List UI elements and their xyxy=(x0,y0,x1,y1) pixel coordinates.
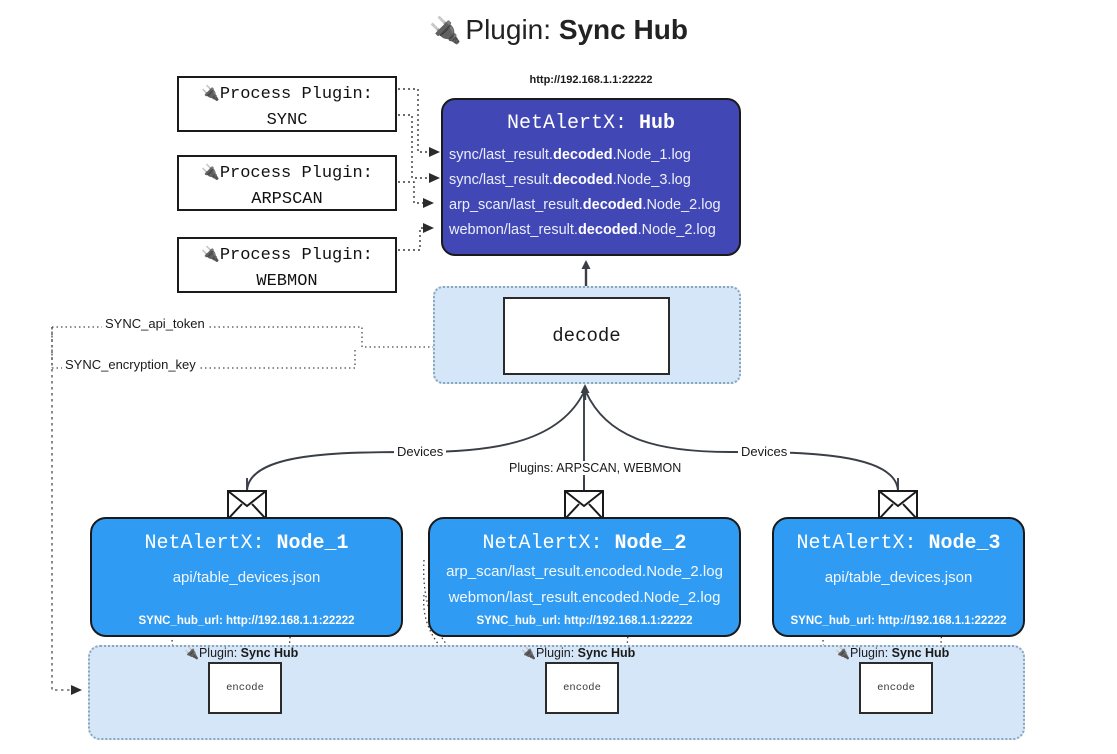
node-line: api/table_devices.json xyxy=(172,569,321,586)
plug-icon: 🔌 xyxy=(201,163,220,181)
node-line: arp_scan/last_result.encoded.Node_2.log xyxy=(446,563,723,580)
hub-log-list: sync/last_result.decoded.Node_1.log sync… xyxy=(443,143,739,243)
node-card-node-1[interactable]: NetAlertX: Node_1 api/table_devices.json… xyxy=(90,517,403,637)
hub-log-row: sync/last_result.decoded.Node_1.log xyxy=(449,147,691,163)
encode-plugin-label-3: 🔌Plugin: Sync Hub xyxy=(835,646,950,660)
encode-box-3[interactable]: encode xyxy=(859,662,933,714)
node-footer: SYNC_hub_url: http://192.168.1.1:22222 xyxy=(790,615,1007,627)
decode-box[interactable]: decode xyxy=(503,297,670,375)
process-plugin-arpscan[interactable]: 🔌Process Plugin: ARPSCAN xyxy=(177,155,397,211)
hub-title: NetAlertX: Hub xyxy=(443,112,739,135)
process-plugin-webmon[interactable]: 🔌Process Plugin: WEBMON xyxy=(177,237,397,293)
plug-icon: 🔌 xyxy=(201,245,220,263)
hub-title-prefix: NetAlertX: xyxy=(506,112,627,135)
title-prefix: Plugin: xyxy=(465,14,552,45)
plug-icon: 🔌 xyxy=(521,646,536,660)
hub-log-row: arp_scan/last_result.decoded.Node_2.log xyxy=(449,197,721,213)
envelope-icon-node-2[interactable] xyxy=(564,490,604,525)
plug-icon: 🔌 xyxy=(429,15,462,45)
process-plugin-name: WEBMON xyxy=(256,272,318,291)
process-plugin-name: SYNC xyxy=(266,111,308,130)
encode-box-1[interactable]: encode xyxy=(208,662,282,714)
node-line: api/table_devices.json xyxy=(824,569,973,586)
node-title: NetAlertX: Node_3 xyxy=(796,532,1001,555)
node-title: NetAlertX: Node_1 xyxy=(144,532,349,555)
plug-icon: 🔌 xyxy=(184,646,199,660)
sync-encryption-key-label: SYNC_encryption_key xyxy=(62,357,199,372)
hub-url: http://192.168.1.1:22222 xyxy=(529,74,653,86)
plug-icon: 🔌 xyxy=(835,646,850,660)
node-title: NetAlertX: Node_2 xyxy=(482,532,687,555)
process-plugin-label: Process Plugin: xyxy=(219,246,373,265)
node-footer: SYNC_hub_url: http://192.168.1.1:22222 xyxy=(138,615,355,627)
plug-icon: 🔌 xyxy=(201,84,220,102)
page-title: 🔌Plugin: Sync Hub xyxy=(0,14,1117,46)
sync-api-token-label: SYNC_api_token xyxy=(102,316,208,331)
process-plugin-name: ARPSCAN xyxy=(251,190,323,209)
hub-log-row: sync/last_result.decoded.Node_3.log xyxy=(449,172,691,188)
title-name: Sync Hub xyxy=(558,14,688,45)
hub-node[interactable]: NetAlertX: Hub sync/last_result.decoded.… xyxy=(441,98,741,256)
node-line: webmon/last_result.encoded.Node_2.log xyxy=(448,589,721,606)
encode-box-2[interactable]: encode xyxy=(545,662,619,714)
node-lines: api/table_devices.json xyxy=(92,565,401,591)
node-card-node-3[interactable]: NetAlertX: Node_3 api/table_devices.json… xyxy=(772,517,1025,637)
hub-title-name: Hub xyxy=(639,112,676,135)
node-lines: api/table_devices.json xyxy=(774,565,1023,591)
edge-label-plugins: Plugins: ARPSCAN, WEBMON xyxy=(506,461,685,475)
node-card-node-2[interactable]: NetAlertX: Node_2 arp_scan/last_result.e… xyxy=(428,517,741,637)
process-plugin-label: Process Plugin: xyxy=(219,164,373,183)
encode-plugin-label-1: 🔌Plugin: Sync Hub xyxy=(184,646,299,660)
process-plugin-sync[interactable]: 🔌Process Plugin: SYNC xyxy=(177,76,397,132)
node-footer: SYNC_hub_url: http://192.168.1.1:22222 xyxy=(476,615,693,627)
node-lines: arp_scan/last_result.encoded.Node_2.log … xyxy=(430,559,739,611)
edge-label-devices-left: Devices xyxy=(394,444,447,459)
edge-label-devices-right: Devices xyxy=(738,444,791,459)
encode-plugin-label-2: 🔌Plugin: Sync Hub xyxy=(521,646,636,660)
hub-log-row: webmon/last_result.decoded.Node_2.log xyxy=(449,222,716,238)
process-plugin-label: Process Plugin: xyxy=(219,85,373,104)
